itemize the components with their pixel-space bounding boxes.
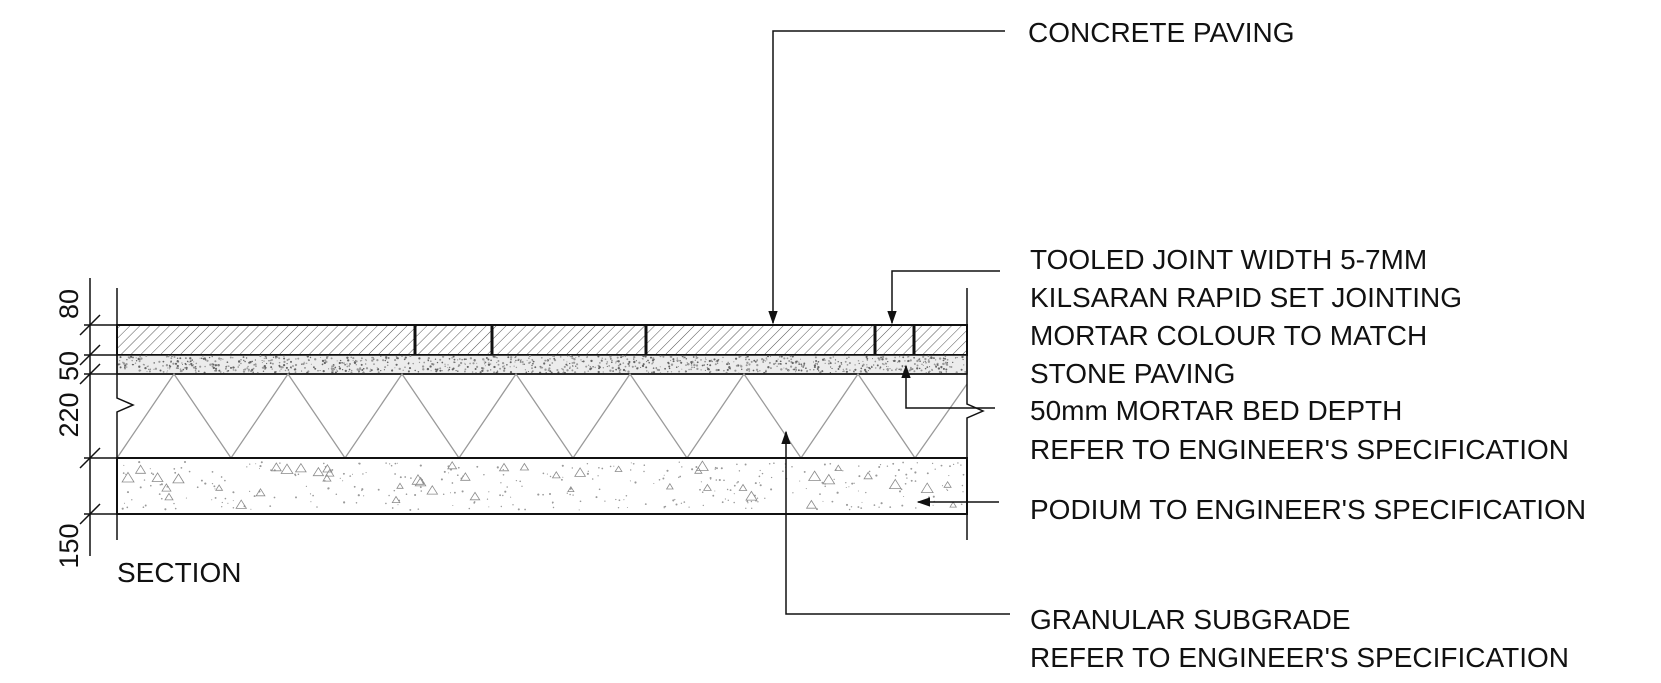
svg-text:STONE PAVING: STONE PAVING: [1030, 358, 1235, 389]
svg-text:GRANULAR SUBGRADE: GRANULAR SUBGRADE: [1030, 604, 1351, 635]
svg-text:TOOLED JOINT WIDTH 5-7MM: TOOLED JOINT WIDTH 5-7MM: [1030, 244, 1427, 275]
svg-text:PODIUM TO ENGINEER'S SPECIFICA: PODIUM TO ENGINEER'S SPECIFICATION: [1030, 494, 1586, 525]
leader-tooled-joint: [887, 270, 1000, 325]
concrete-paving-layer: [116, 324, 968, 356]
label-podium: PODIUM TO ENGINEER'S SPECIFICATION: [1030, 494, 1586, 525]
granular-subgrade-layer: [116, 372, 968, 460]
section-title: SECTION: [117, 557, 241, 588]
leader-granular-subgrade: [781, 430, 1010, 615]
dimension-subgrade-depth: 220: [54, 392, 84, 437]
dimension-podium-depth: 150: [54, 523, 84, 568]
label-tooled-joint: TOOLED JOINT WIDTH 5-7MM KILSARAN RAPID …: [1030, 244, 1462, 389]
svg-text:MORTAR COLOUR TO MATCH: MORTAR COLOUR TO MATCH: [1030, 320, 1427, 351]
svg-text:REFER TO ENGINEER'S SPECIFICAT: REFER TO ENGINEER'S SPECIFICATION: [1030, 642, 1569, 673]
dimension-paving-depth: 80: [54, 289, 84, 319]
subgrade-zigzag: [116, 372, 968, 460]
dimension-mortar-depth: 50: [54, 351, 84, 381]
break-lines: [116, 288, 985, 540]
leader-lines: [768, 30, 1010, 615]
label-mortar-bed: 50mm MORTAR BED DEPTH REFER TO ENGINEER'…: [1030, 395, 1569, 465]
label-concrete-paving: CONCRETE PAVING: [1028, 17, 1295, 48]
svg-text:50mm MORTAR BED DEPTH: 50mm MORTAR BED DEPTH: [1030, 395, 1402, 426]
dimension-chain: [79, 278, 117, 556]
leader-concrete-paving: [768, 30, 1005, 325]
label-granular-subgrade: GRANULAR SUBGRADE REFER TO ENGINEER'S SP…: [1030, 604, 1569, 673]
podium-layer: [116, 457, 968, 515]
svg-text:KILSARAN RAPID SET JOINTING: KILSARAN RAPID SET JOINTING: [1030, 282, 1462, 313]
mortar-bed-layer: [116, 354, 968, 375]
svg-text:CONCRETE PAVING: CONCRETE PAVING: [1028, 17, 1295, 48]
leader-mortar-bed: [901, 364, 995, 409]
svg-text:REFER TO ENGINEER'S SPECIFICAT: REFER TO ENGINEER'S SPECIFICATION: [1030, 434, 1569, 465]
